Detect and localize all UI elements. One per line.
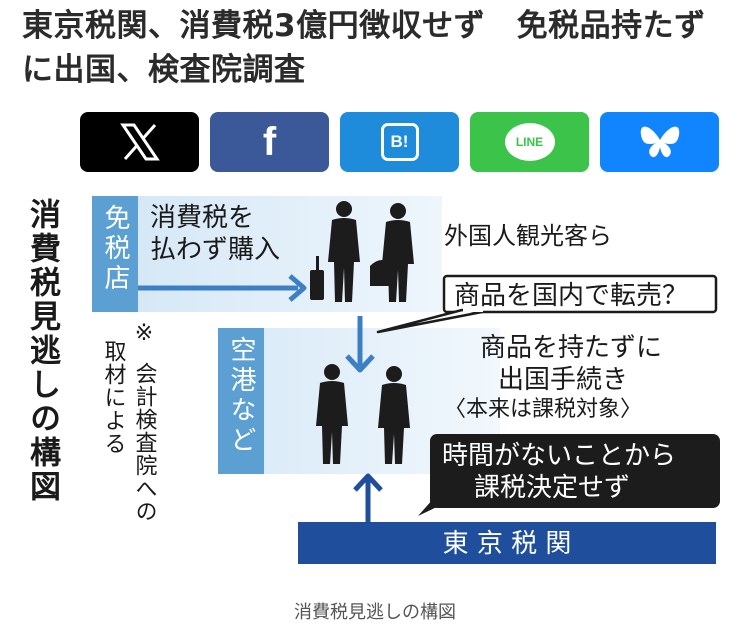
share-facebook-button[interactable]: f [210, 112, 329, 172]
menzeiten-box [92, 196, 138, 312]
depart-line-3: 〈本来は課税対象〉 [444, 397, 642, 422]
facebook-icon: f [262, 119, 277, 164]
article-headline: 東京税関、消費税3億円徴収せず 免税品持たずに出国、検査院調査 [22, 8, 706, 88]
kuko-label: 空港など [226, 336, 256, 456]
note-asterisk: ※ [135, 321, 153, 346]
diagram-figure: 免税店 空港など 消費税見逃しの構図 ※ 会計検査院への 取材による 消費税を … [22, 190, 732, 590]
x-logo-icon [119, 123, 160, 161]
share-bluesky-button[interactable] [600, 112, 719, 172]
tourist-silhouettes-top [310, 201, 414, 302]
buy-line-1: 消費税を [150, 203, 254, 233]
customs-reason-pointer [418, 480, 468, 516]
customs-reason-box [430, 434, 720, 508]
customs-reason-line-2: 課税決定せず [474, 473, 630, 503]
buy-arrow-head [288, 274, 307, 302]
resale-label: 商品を国内で転売？ [454, 281, 688, 311]
tokyo-customs-label: 東 京 税 関 [443, 529, 572, 559]
note-column-2: 取材による [101, 340, 127, 455]
share-hatena-button[interactable]: B! [340, 112, 459, 172]
customs-reason-line-1: 時間がないことから [442, 441, 676, 471]
kuko-box [218, 328, 264, 474]
tokyo-customs-bar [298, 522, 716, 564]
share-bar: f B! LINE [80, 112, 720, 172]
butterfly-icon [640, 126, 679, 158]
line-icon: LINE [504, 123, 555, 161]
hatena-icon: B! [380, 123, 419, 161]
depart-line-2: 出国手続き [498, 365, 628, 395]
tourists-label: 外国人観光客ら [444, 222, 612, 250]
diagram-svg: 免税店 空港など 消費税見逃しの構図 ※ 会計検査院への 取材による 消費税を … [24, 196, 720, 564]
up-arrow-head [353, 473, 383, 492]
down-arrow-head [345, 354, 375, 373]
diagram-title: 消費税見逃しの構図 [24, 198, 61, 504]
menzeiten-label: 免税店 [100, 204, 130, 294]
share-x-button[interactable] [80, 112, 199, 172]
buy-line-2: 払わず購入 [150, 235, 280, 265]
tourist-silhouettes-middle [316, 364, 410, 464]
depart-line-1: 商品を持たずに [480, 333, 662, 363]
share-line-button[interactable]: LINE [470, 112, 589, 172]
figure-caption: 消費税見逃しの構図 [294, 602, 456, 623]
resale-box [442, 274, 718, 314]
note-column-1: 会計検査院への [132, 362, 158, 523]
